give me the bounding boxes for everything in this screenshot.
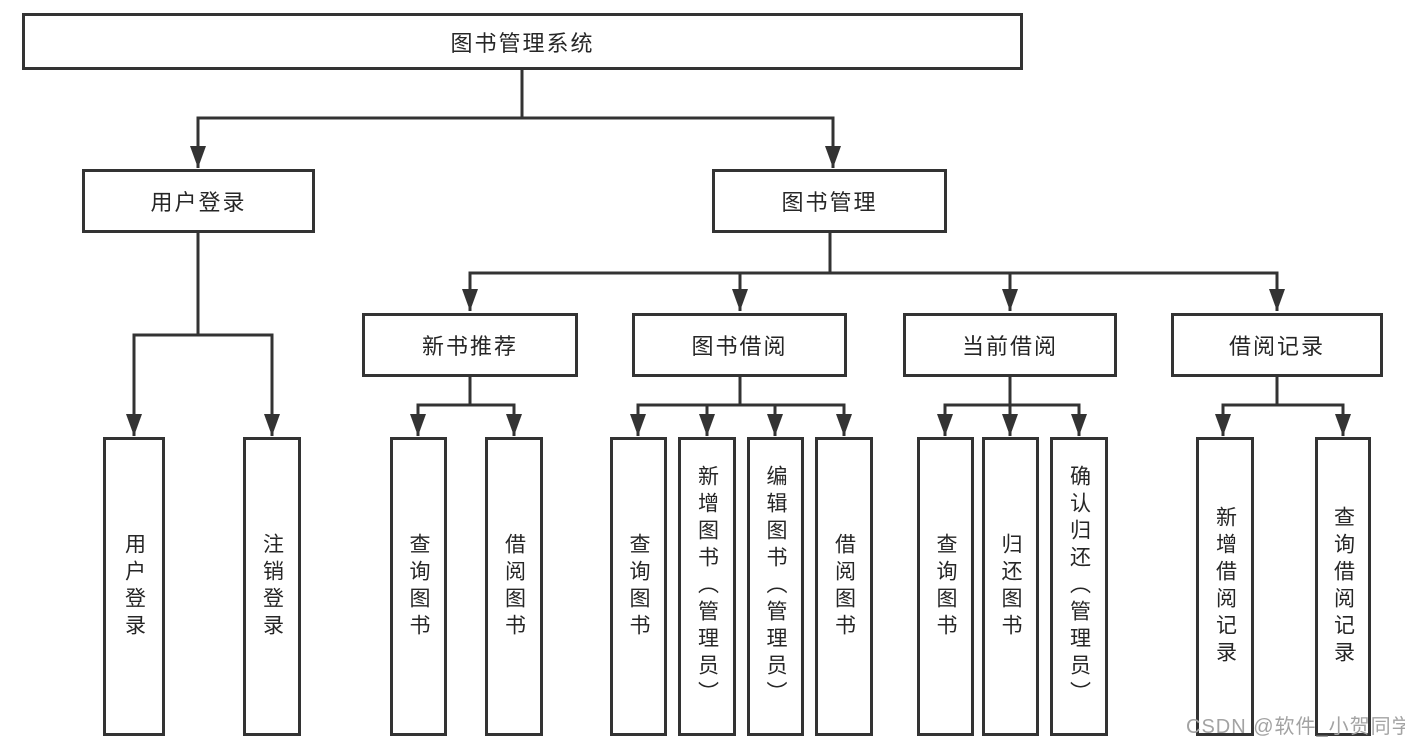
node-book-borrow-label: 图书借阅 <box>691 334 788 359</box>
node-book-management: 图书管理 <box>712 169 947 233</box>
leaf-confirm-return-admin: 确认归还（管理员） <box>1050 437 1108 736</box>
leaf-current-query-books-label: 查询图书 <box>934 532 957 641</box>
node-user-login: 用户登录 <box>82 169 315 233</box>
node-book-management-label: 图书管理 <box>781 190 878 215</box>
leaf-query-borrow-record-label: 查询借阅记录 <box>1331 505 1355 668</box>
leaf-recommend-query-books-label: 查询图书 <box>407 532 430 641</box>
leaf-borrow-query-books-label: 查询图书 <box>627 532 650 641</box>
node-new-book-recommend: 新书推荐 <box>362 313 578 377</box>
leaf-add-books-admin-label: 新增图书（管理员） <box>695 465 719 708</box>
node-root-system: 图书管理系统 <box>22 13 1023 70</box>
leaf-logout: 注销登录 <box>243 437 301 736</box>
leaf-current-query-books: 查询图书 <box>917 437 974 736</box>
leaf-edit-books-admin-label: 编辑图书（管理员） <box>764 465 787 708</box>
leaf-add-borrow-record: 新增借阅记录 <box>1196 437 1254 736</box>
node-current-borrow: 当前借阅 <box>903 313 1117 377</box>
node-user-login-label: 用户登录 <box>150 190 247 215</box>
leaf-recommend-borrow-books-label: 借阅图书 <box>502 532 526 641</box>
leaf-borrow-query-books: 查询图书 <box>610 437 667 736</box>
leaf-borrow-books-label: 借阅图书 <box>832 532 856 641</box>
leaf-add-borrow-record-label: 新增借阅记录 <box>1213 505 1237 668</box>
leaf-user-login: 用户登录 <box>103 437 165 736</box>
leaf-add-books-admin: 新增图书（管理员） <box>678 437 736 736</box>
leaf-user-login-label: 用户登录 <box>122 532 146 641</box>
node-new-book-recommend-label: 新书推荐 <box>421 334 518 359</box>
csdn-watermark: CSDN @软件_小贺同学 <box>1186 716 1405 738</box>
leaf-edit-books-admin: 编辑图书（管理员） <box>747 437 804 736</box>
node-borrow-record: 借阅记录 <box>1171 313 1383 377</box>
node-root-label: 图书管理系统 <box>450 30 595 56</box>
leaf-borrow-books: 借阅图书 <box>815 437 873 736</box>
leaf-return-books-label: 归还图书 <box>999 532 1022 641</box>
leaf-recommend-query-books: 查询图书 <box>390 437 447 736</box>
leaf-logout-label: 注销登录 <box>260 532 284 641</box>
node-current-borrow-label: 当前借阅 <box>961 334 1058 359</box>
node-borrow-record-label: 借阅记录 <box>1228 334 1325 359</box>
leaf-query-borrow-record: 查询借阅记录 <box>1315 437 1371 736</box>
node-book-borrow: 图书借阅 <box>632 313 847 377</box>
leaf-return-books: 归还图书 <box>982 437 1039 736</box>
leaf-confirm-return-admin-label: 确认归还（管理员） <box>1067 465 1091 708</box>
leaf-recommend-borrow-books: 借阅图书 <box>485 437 543 736</box>
